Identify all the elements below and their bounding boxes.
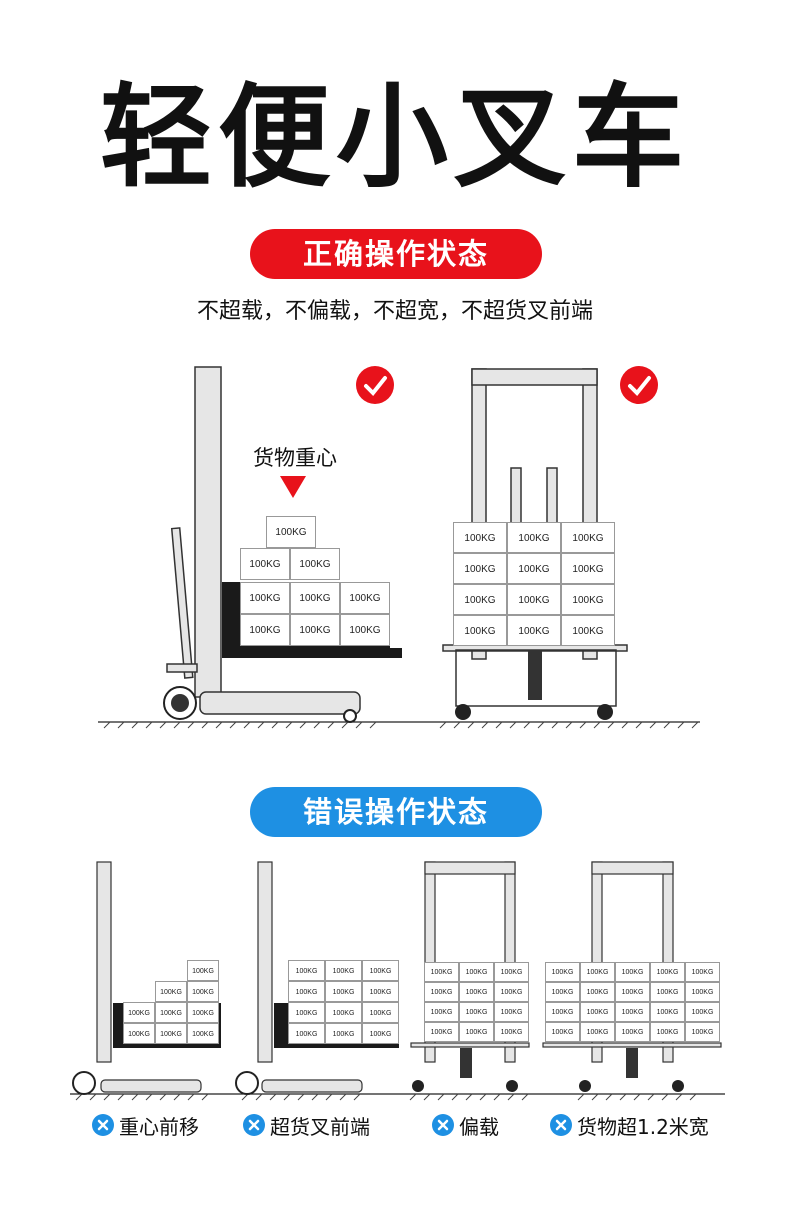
cargo-box: 100KG — [615, 1002, 650, 1022]
wrong-caption: 偏载 — [432, 1110, 499, 1140]
cross-icon — [243, 1114, 265, 1136]
cargo-box: 100KG — [123, 1002, 155, 1023]
cargo-box: 100KG — [288, 1023, 325, 1044]
cargo-box: 100KG — [362, 1023, 399, 1044]
check-icon — [356, 366, 394, 404]
cargo-box: 100KG — [615, 982, 650, 1002]
cargo-box: 100KG — [288, 960, 325, 981]
correct-operation-label: 正确操作状态 — [250, 229, 542, 279]
cross-icon — [92, 1114, 114, 1136]
page-title: 轻便小叉车 — [100, 73, 690, 203]
cargo-box: 100KG — [424, 962, 459, 982]
cargo-box: 100KG — [580, 982, 615, 1002]
cargo-box: 100KG — [685, 962, 720, 982]
cargo-box: 100KG — [650, 962, 685, 982]
caption-text: 偏载 — [459, 1114, 499, 1139]
down-arrow-icon — [280, 476, 306, 498]
cargo-box: 100KG — [615, 962, 650, 982]
cargo-box: 100KG — [650, 1022, 685, 1042]
cargo-box: 100KG — [288, 981, 325, 1002]
cargo-box: 100KG — [545, 1002, 580, 1022]
cargo-box: 100KG — [580, 1002, 615, 1022]
cargo-box: 100KG — [453, 584, 507, 615]
cargo-box: 100KG — [685, 1022, 720, 1042]
cargo-box: 100KG — [545, 1022, 580, 1042]
cargo-box: 100KG — [685, 1002, 720, 1022]
cargo-box: 100KG — [155, 981, 187, 1002]
caption-text: 超货叉前端 — [270, 1114, 370, 1139]
cargo-box: 100KG — [325, 981, 362, 1002]
cargo-box: 100KG — [561, 522, 615, 553]
cargo-box: 100KG — [459, 1022, 494, 1042]
cargo-box: 100KG — [615, 1022, 650, 1042]
cargo-box: 100KG — [459, 962, 494, 982]
cargo-box: 100KG — [561, 584, 615, 615]
wrong-caption: 超货叉前端 — [243, 1110, 370, 1140]
cargo-box: 100KG — [288, 1002, 325, 1023]
cargo-box: 100KG — [123, 1023, 155, 1044]
cargo-box: 100KG — [424, 1002, 459, 1022]
cargo-box: 100KG — [685, 982, 720, 1002]
cargo-box: 100KG — [507, 522, 561, 553]
center-of-gravity-label: 货物重心 — [253, 446, 337, 470]
cargo-box: 100KG — [545, 982, 580, 1002]
cargo-box: 100KG — [340, 614, 390, 646]
cargo-box: 100KG — [240, 548, 290, 580]
cargo-box: 100KG — [561, 553, 615, 584]
cargo-box: 100KG — [266, 516, 316, 548]
cargo-box: 100KG — [290, 582, 340, 614]
caption-text: 重心前移 — [119, 1114, 199, 1139]
cargo-box: 100KG — [290, 614, 340, 646]
cargo-box: 100KG — [494, 982, 529, 1002]
cargo-box: 100KG — [362, 1002, 399, 1023]
cargo-box: 100KG — [325, 1023, 362, 1044]
cargo-box: 100KG — [362, 960, 399, 981]
cargo-box: 100KG — [187, 1023, 219, 1044]
cargo-box: 100KG — [187, 981, 219, 1002]
cargo-box: 100KG — [453, 522, 507, 553]
cargo-box: 100KG — [459, 982, 494, 1002]
cargo-box: 100KG — [494, 962, 529, 982]
check-icon — [620, 366, 658, 404]
cargo-box: 100KG — [507, 584, 561, 615]
cargo-box: 100KG — [424, 1022, 459, 1042]
cargo-box: 100KG — [362, 981, 399, 1002]
cargo-box: 100KG — [325, 1002, 362, 1023]
cargo-box: 100KG — [155, 1023, 187, 1044]
cargo-box: 100KG — [650, 982, 685, 1002]
cargo-box: 100KG — [240, 582, 290, 614]
cargo-box: 100KG — [187, 960, 219, 981]
cargo-box: 100KG — [453, 553, 507, 584]
wrong-operation-label: 错误操作状态 — [250, 787, 542, 837]
cargo-box: 100KG — [650, 1002, 685, 1022]
cargo-box: 100KG — [453, 615, 507, 646]
cross-icon — [432, 1114, 454, 1136]
cargo-box: 100KG — [424, 982, 459, 1002]
caption-text: 货物超1.2米宽 — [577, 1114, 709, 1139]
cargo-box: 100KG — [459, 1002, 494, 1022]
cargo-box: 100KG — [561, 615, 615, 646]
cargo-box: 100KG — [494, 1022, 529, 1042]
wrong-caption: 货物超1.2米宽 — [550, 1110, 709, 1140]
cargo-box: 100KG — [507, 553, 561, 584]
cargo-box: 100KG — [580, 962, 615, 982]
wrong-caption: 重心前移 — [92, 1110, 199, 1140]
cargo-box: 100KG — [155, 1002, 187, 1023]
cargo-box: 100KG — [580, 1022, 615, 1042]
cargo-box: 100KG — [187, 1002, 219, 1023]
cargo-box: 100KG — [494, 1002, 529, 1022]
cargo-box: 100KG — [545, 962, 580, 982]
cross-icon — [550, 1114, 572, 1136]
cargo-box: 100KG — [290, 548, 340, 580]
cargo-box: 100KG — [325, 960, 362, 981]
cargo-box: 100KG — [340, 582, 390, 614]
cargo-box: 100KG — [240, 614, 290, 646]
cargo-box: 100KG — [507, 615, 561, 646]
correct-operation-rules: 不超载，不偏载，不超宽，不超货叉前端 — [196, 299, 593, 324]
